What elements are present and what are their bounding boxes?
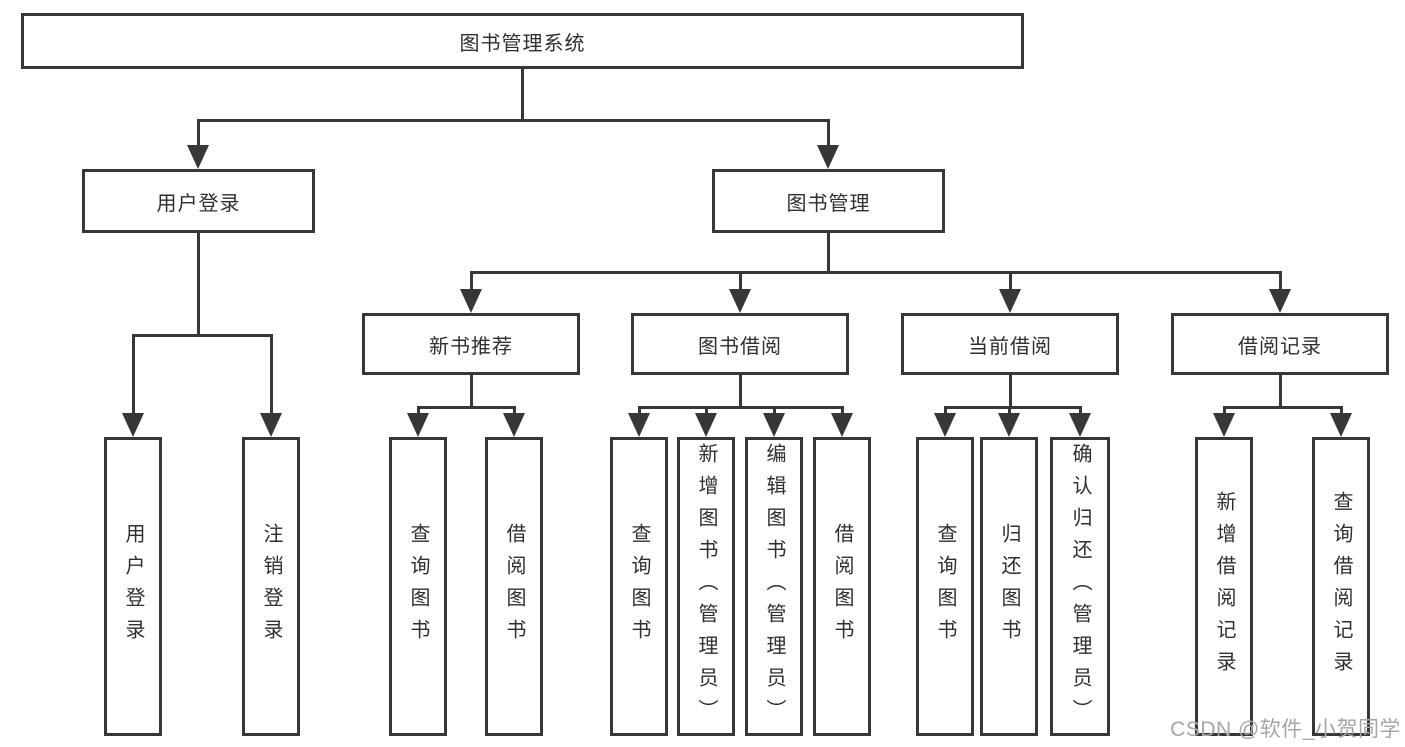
- leaf-label: 用户登录: [122, 522, 144, 651]
- leaf-user-login: 用户登录: [104, 437, 162, 736]
- node-label: 新书推荐: [429, 335, 513, 358]
- leaf-label: 确认归还（管理员）: [1069, 442, 1091, 731]
- arrowhead-down-icon: [729, 289, 751, 313]
- node-book-management: 图书管理: [712, 169, 945, 233]
- edge-shaft: [773, 406, 776, 416]
- node-book-borrowing: 图书借阅: [631, 313, 849, 375]
- node-label: 当前借阅: [968, 335, 1052, 358]
- edge-bus: [944, 406, 1081, 409]
- leaf-label: 注销登录: [260, 522, 282, 651]
- edge-shaft: [638, 406, 641, 416]
- edge-shaft: [132, 334, 135, 416]
- node-label: 借阅记录: [1238, 335, 1322, 358]
- node-library-management-system: 图书管理系统: [21, 13, 1024, 69]
- arrowhead-down-icon: [998, 413, 1020, 437]
- edge-shaft: [1008, 406, 1011, 416]
- edge-shaft: [841, 406, 844, 416]
- leaf-cb-query-books: 查询图书: [916, 437, 974, 736]
- arrowhead-down-icon: [187, 145, 209, 169]
- edge-stem: [1009, 375, 1012, 408]
- edge-shaft: [270, 334, 273, 416]
- leaf-br-query-record: 查询借阅记录: [1312, 437, 1370, 736]
- leaf-bb-add-books-admin: 新增图书（管理员）: [677, 437, 735, 736]
- edge-shaft: [197, 119, 200, 149]
- leaf-label: 借阅图书: [503, 522, 525, 651]
- edge-user-login-bus: [132, 334, 273, 337]
- node-borrowing-records: 借阅记录: [1171, 313, 1389, 375]
- arrowhead-down-icon: [1213, 413, 1235, 437]
- leaf-label: 查询图书: [628, 522, 650, 651]
- edge-level3-bus: [470, 271, 1282, 274]
- leaf-cb-confirm-return-admin: 确认归还（管理员）: [1050, 437, 1110, 736]
- edge-bus: [417, 406, 516, 409]
- arrowhead-down-icon: [934, 413, 956, 437]
- node-user-login: 用户登录: [82, 169, 315, 233]
- edge-shaft: [705, 406, 708, 416]
- leaf-bb-query-books: 查询图书: [610, 437, 668, 736]
- edge-stem: [1279, 375, 1282, 408]
- node-label: 用户登录: [156, 192, 241, 215]
- edge-user-login-stem: [197, 233, 200, 337]
- node-new-book-recommendation: 新书推荐: [362, 313, 580, 375]
- arrowhead-down-icon: [260, 413, 282, 437]
- edge-shaft: [1079, 406, 1082, 416]
- leaf-label: 借阅图书: [831, 522, 853, 651]
- edge-shaft: [1223, 406, 1226, 416]
- edge-level2-bus: [197, 119, 830, 122]
- arrowhead-down-icon: [831, 413, 853, 437]
- edge-root-stem: [521, 69, 524, 122]
- node-label: 图书借阅: [698, 335, 782, 358]
- edge-stem: [739, 375, 742, 408]
- arrowhead-down-icon: [1330, 413, 1352, 437]
- leaf-label: 编辑图书（管理员）: [763, 442, 785, 731]
- edge-bus: [1223, 406, 1343, 409]
- edge-stem: [470, 375, 473, 408]
- leaf-label: 归还图书: [998, 522, 1020, 651]
- arrowhead-down-icon: [1069, 413, 1091, 437]
- edge-shaft: [417, 406, 420, 416]
- node-label: 图书管理: [786, 192, 871, 215]
- edge-bus: [638, 406, 844, 409]
- arrowhead-down-icon: [695, 413, 717, 437]
- arrowhead-down-icon: [1269, 289, 1291, 313]
- node-current-borrowing: 当前借阅: [901, 313, 1119, 375]
- leaf-br-add-record: 新增借阅记录: [1195, 437, 1253, 736]
- edge-shaft: [944, 406, 947, 416]
- edge-shaft: [470, 271, 473, 293]
- arrowhead-down-icon: [628, 413, 650, 437]
- leaf-nb-query-books: 查询图书: [389, 437, 447, 736]
- leaf-logout: 注销登录: [242, 437, 300, 736]
- leaf-bb-edit-books-admin: 编辑图书（管理员）: [745, 437, 803, 736]
- leaf-label: 查询借阅记录: [1330, 490, 1352, 683]
- edge-shaft: [1340, 406, 1343, 416]
- leaf-label: 查询图书: [407, 522, 429, 651]
- edge-book-mgmt-stem: [827, 233, 830, 274]
- arrowhead-down-icon: [503, 413, 525, 437]
- arrowhead-down-icon: [763, 413, 785, 437]
- leaf-nb-borrow-books: 借阅图书: [485, 437, 543, 736]
- node-label: 图书管理系统: [459, 32, 586, 55]
- csdn-watermark: CSDN @软件_小贺同学: [1170, 718, 1401, 741]
- edge-shaft: [1279, 271, 1282, 293]
- arrowhead-down-icon: [122, 413, 144, 437]
- edge-shaft: [513, 406, 516, 416]
- arrowhead-down-icon: [817, 145, 839, 169]
- arrowhead-down-icon: [999, 289, 1021, 313]
- edge-shaft: [739, 271, 742, 293]
- leaf-label: 查询图书: [934, 522, 956, 651]
- arrowhead-down-icon: [407, 413, 429, 437]
- leaf-cb-return-books: 归还图书: [980, 437, 1038, 736]
- edge-shaft: [827, 119, 830, 149]
- edge-shaft: [1009, 271, 1012, 293]
- leaf-bb-borrow-books: 借阅图书: [813, 437, 871, 736]
- leaf-label: 新增借阅记录: [1213, 490, 1235, 683]
- arrowhead-down-icon: [460, 289, 482, 313]
- leaf-label: 新增图书（管理员）: [695, 442, 717, 731]
